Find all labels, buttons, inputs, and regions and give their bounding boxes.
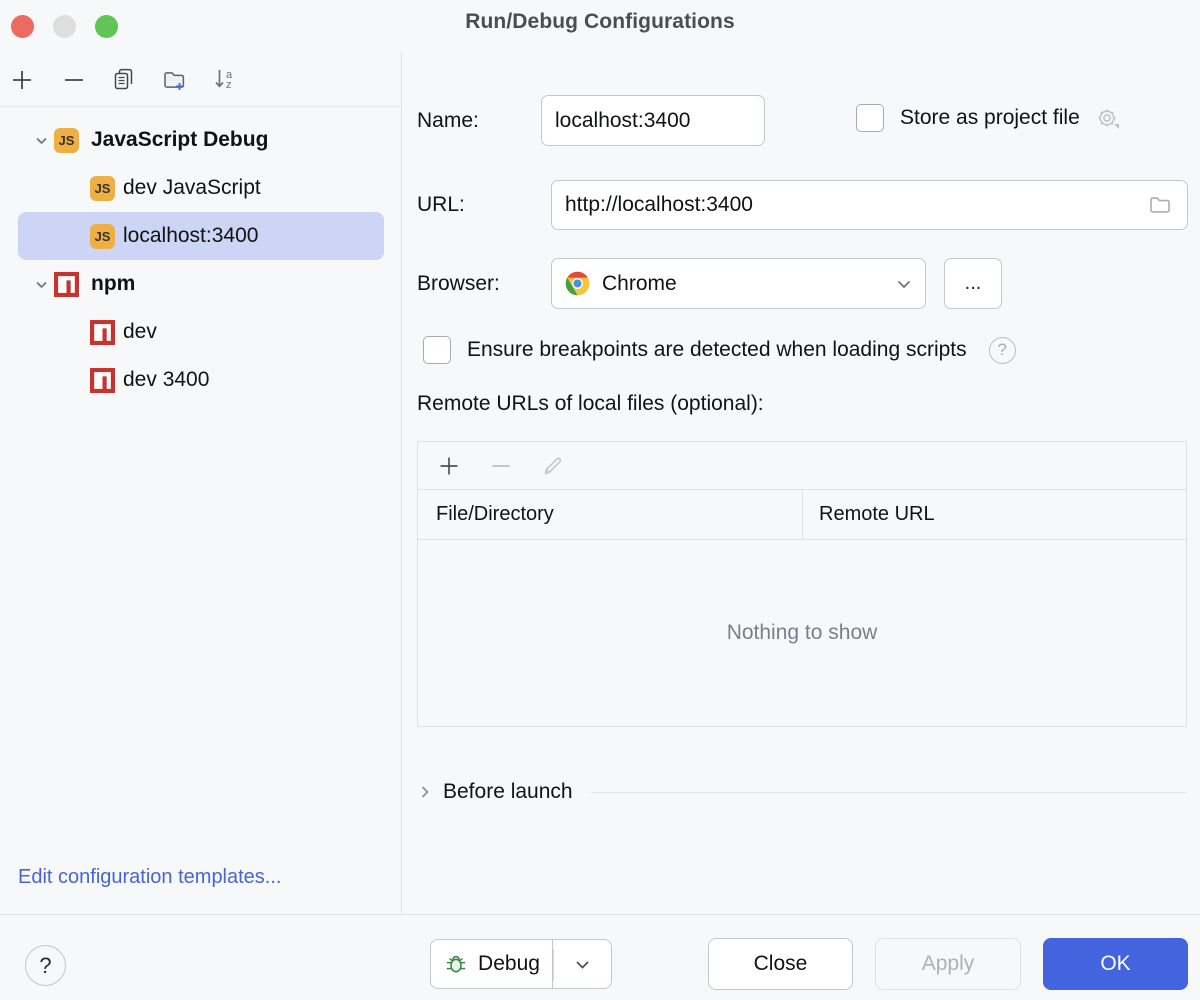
url-input-value: http://localhost:3400 xyxy=(565,193,753,216)
npm-icon xyxy=(54,271,79,297)
tree-item-label: localhost:3400 xyxy=(123,224,259,247)
debug-button-label: Debug xyxy=(478,952,540,975)
tree-item-npm-dev[interactable]: dev xyxy=(18,308,384,356)
window-controls xyxy=(11,15,118,38)
before-launch-section[interactable]: Before launch xyxy=(417,780,1187,804)
question-icon[interactable]: ? xyxy=(988,336,1016,364)
remove-remote-url-button[interactable] xyxy=(488,453,514,479)
new-folder-button[interactable] xyxy=(157,62,193,98)
js-icon: JS xyxy=(90,175,115,201)
url-input[interactable]: http://localhost:3400 xyxy=(551,180,1188,230)
npm-icon xyxy=(90,367,115,393)
pencil-icon xyxy=(544,457,562,475)
plus-icon xyxy=(440,457,458,474)
empty-state-text: Nothing to show xyxy=(726,620,878,644)
edit-configuration-templates-link[interactable]: Edit configuration templates... xyxy=(18,866,282,888)
ensure-breakpoints-checkbox[interactable] xyxy=(423,336,451,364)
minus-icon xyxy=(492,464,510,467)
name-input-value: localhost:3400 xyxy=(555,108,691,132)
sort-alphabetically-button[interactable]: a z xyxy=(207,62,243,98)
browser-select-value: Chrome xyxy=(602,271,677,295)
svg-text:a: a xyxy=(226,69,233,81)
remote-urls-table-toolbar xyxy=(418,442,1186,490)
tree-group-label: JavaScript Debug xyxy=(91,128,269,151)
remove-configuration-button[interactable] xyxy=(56,62,92,98)
chevron-right-icon[interactable] xyxy=(417,784,433,800)
folder-plus-icon xyxy=(164,72,185,90)
configurations-tree: JS JavaScript Debug JS dev JavaScript JS… xyxy=(0,108,402,898)
debug-dropdown-button[interactable] xyxy=(552,939,612,989)
tree-group-javascript-debug[interactable]: JS JavaScript Debug xyxy=(18,116,384,164)
store-as-project-file-checkbox[interactable] xyxy=(856,104,884,132)
add-remote-url-button[interactable] xyxy=(436,453,462,479)
minus-icon xyxy=(65,79,83,81)
remote-urls-table-header: File/Directory Remote URL xyxy=(418,490,1186,540)
store-as-project-file-row: Store as project file xyxy=(856,104,1121,132)
tree-item-label: dev JavaScript xyxy=(123,176,261,199)
help-button[interactable]: ? xyxy=(25,945,66,986)
chevron-down-icon xyxy=(575,960,589,969)
browser-row: Browser: Chrome xyxy=(417,258,1002,309)
browser-more-button[interactable]: ... xyxy=(944,258,1002,309)
ensure-breakpoints-row: Ensure breakpoints are detected when loa… xyxy=(423,336,1193,364)
svg-text:z: z xyxy=(226,79,232,91)
chevron-down-icon[interactable] xyxy=(28,133,54,148)
tree-item-label: dev xyxy=(123,320,157,343)
tree-item-label: dev 3400 xyxy=(123,368,210,391)
npm-icon xyxy=(90,319,115,345)
tree-group-npm[interactable]: npm xyxy=(18,260,384,308)
ok-button[interactable]: OK xyxy=(1043,938,1188,990)
configuration-editor-panel: Name: localhost:3400 Store as project fi… xyxy=(403,52,1200,913)
edit-remote-url-button[interactable] xyxy=(540,453,566,479)
chrome-icon xyxy=(564,270,591,297)
folder-icon[interactable] xyxy=(1147,192,1173,218)
npm-icon xyxy=(54,271,79,297)
js-icon: JS xyxy=(90,223,115,249)
store-as-project-file-label: Store as project file xyxy=(900,106,1080,129)
browser-select[interactable]: Chrome xyxy=(551,258,926,309)
remote-urls-label: Remote URLs of local files (optional): xyxy=(417,392,764,415)
debug-button[interactable]: Debug xyxy=(430,939,552,989)
gear-icon[interactable] xyxy=(1093,104,1121,132)
remote-urls-label-row: Remote URLs of local files (optional): xyxy=(417,392,764,416)
column-header-file-directory[interactable]: File/Directory xyxy=(418,490,803,539)
window-title: Run/Debug Configurations xyxy=(465,10,735,33)
plus-icon xyxy=(13,71,31,89)
add-configuration-button[interactable] xyxy=(4,62,40,98)
before-launch-label: Before launch xyxy=(443,780,573,803)
copy-configuration-button[interactable] xyxy=(106,62,142,98)
tree-group-label: npm xyxy=(91,272,136,295)
minimize-window-button[interactable] xyxy=(53,15,76,38)
column-header-remote-url[interactable]: Remote URL xyxy=(819,503,935,525)
before-launch-divider xyxy=(590,791,1187,793)
chevron-down-icon[interactable] xyxy=(895,275,913,293)
ensure-breakpoints-label: Ensure breakpoints are detected when loa… xyxy=(467,338,967,361)
remote-urls-table-body: Nothing to show xyxy=(418,540,1186,725)
name-label: Name: xyxy=(417,108,479,132)
js-icon: JS xyxy=(54,127,79,153)
tree-item-npm-dev-3400[interactable]: dev 3400 xyxy=(18,356,384,404)
zoom-window-button[interactable] xyxy=(95,15,118,38)
name-row: Name: localhost:3400 xyxy=(417,95,765,146)
tree-item-dev-javascript[interactable]: JS dev JavaScript xyxy=(18,164,384,212)
name-input[interactable]: localhost:3400 xyxy=(541,95,765,146)
close-window-button[interactable] xyxy=(11,15,34,38)
browser-label: Browser: xyxy=(417,271,500,295)
url-label: URL: xyxy=(417,193,465,216)
copy-icon xyxy=(114,68,133,90)
tree-item-localhost-3400[interactable]: JS localhost:3400 xyxy=(18,212,384,260)
configurations-sidebar: a z JS JavaScript Debug JS xyxy=(0,52,402,913)
remote-urls-table: File/Directory Remote URL Nothing to sho… xyxy=(417,441,1187,727)
sort-az-icon: a z xyxy=(215,69,233,91)
apply-button[interactable]: Apply xyxy=(875,938,1021,990)
chevron-down-icon[interactable] xyxy=(28,277,54,292)
titlebar: Run/Debug Configurations xyxy=(0,0,1200,52)
close-button[interactable]: Close xyxy=(708,938,853,990)
bug-icon xyxy=(443,951,469,977)
url-row: URL: http://localhost:3400 xyxy=(417,180,1188,230)
sidebar-toolbar: a z xyxy=(0,52,402,107)
